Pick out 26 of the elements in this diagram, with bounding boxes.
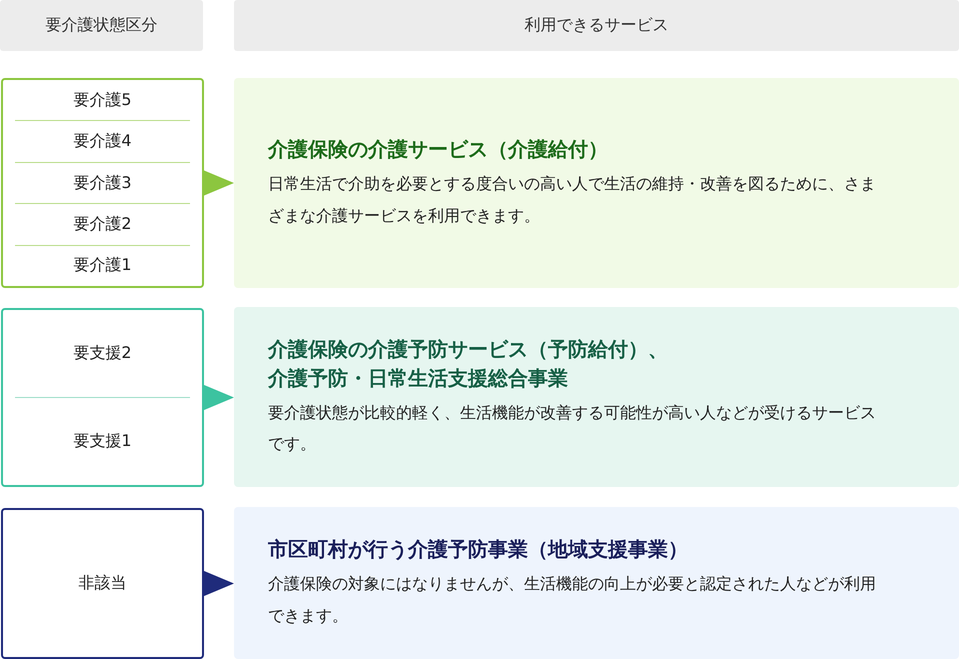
care-level-label: 要支援2 bbox=[73, 343, 132, 364]
care-level-label: 要介護3 bbox=[73, 172, 132, 194]
service-heading: 介護保険の介護予防サービス（予防給付）、 bbox=[268, 336, 669, 363]
service-heading: 市区町村が行う介護予防事業（地域支援事業） bbox=[268, 536, 689, 564]
care-level-label: 要支援1 bbox=[73, 431, 132, 452]
service-panel bbox=[234, 78, 959, 288]
service-heading: 介護保険の介護サービス（介護給付） bbox=[268, 136, 609, 164]
arrow bbox=[203, 170, 234, 196]
service-description: 要介護状態が比較的軽く、生活機能が改善する可能性が高い人などが受けるサービスです。 bbox=[268, 402, 877, 455]
care-level-label: 要介護4 bbox=[73, 131, 132, 152]
header-label: 利用できるサービス bbox=[524, 15, 668, 36]
category-box bbox=[1, 508, 204, 659]
arrow bbox=[203, 384, 234, 410]
care-level-label: 要介護5 bbox=[73, 90, 132, 111]
arrow bbox=[203, 570, 234, 596]
service-panel bbox=[234, 507, 959, 659]
service-description: 日常生活で介助を必要とする度合いの高い人で生活の維持・改善を図るために、さまざまな介護サービスを利用できます。 bbox=[268, 173, 877, 226]
service-heading: 介護予防・日常生活支援総合事業 bbox=[268, 364, 569, 392]
header-label: 要介護状態区分 bbox=[46, 15, 158, 36]
care-level-label: 非該当 bbox=[78, 573, 126, 594]
category-box bbox=[1, 308, 204, 487]
service-panel bbox=[234, 307, 959, 487]
care-level-label: 要介護2 bbox=[73, 214, 132, 235]
care-level-label: 要介護1 bbox=[73, 255, 132, 276]
category-box bbox=[1, 78, 204, 288]
service-description: 介護保険の対象にはなりませんが、生活機能の向上が必要と認定された人などが利用できます。 bbox=[268, 573, 877, 626]
